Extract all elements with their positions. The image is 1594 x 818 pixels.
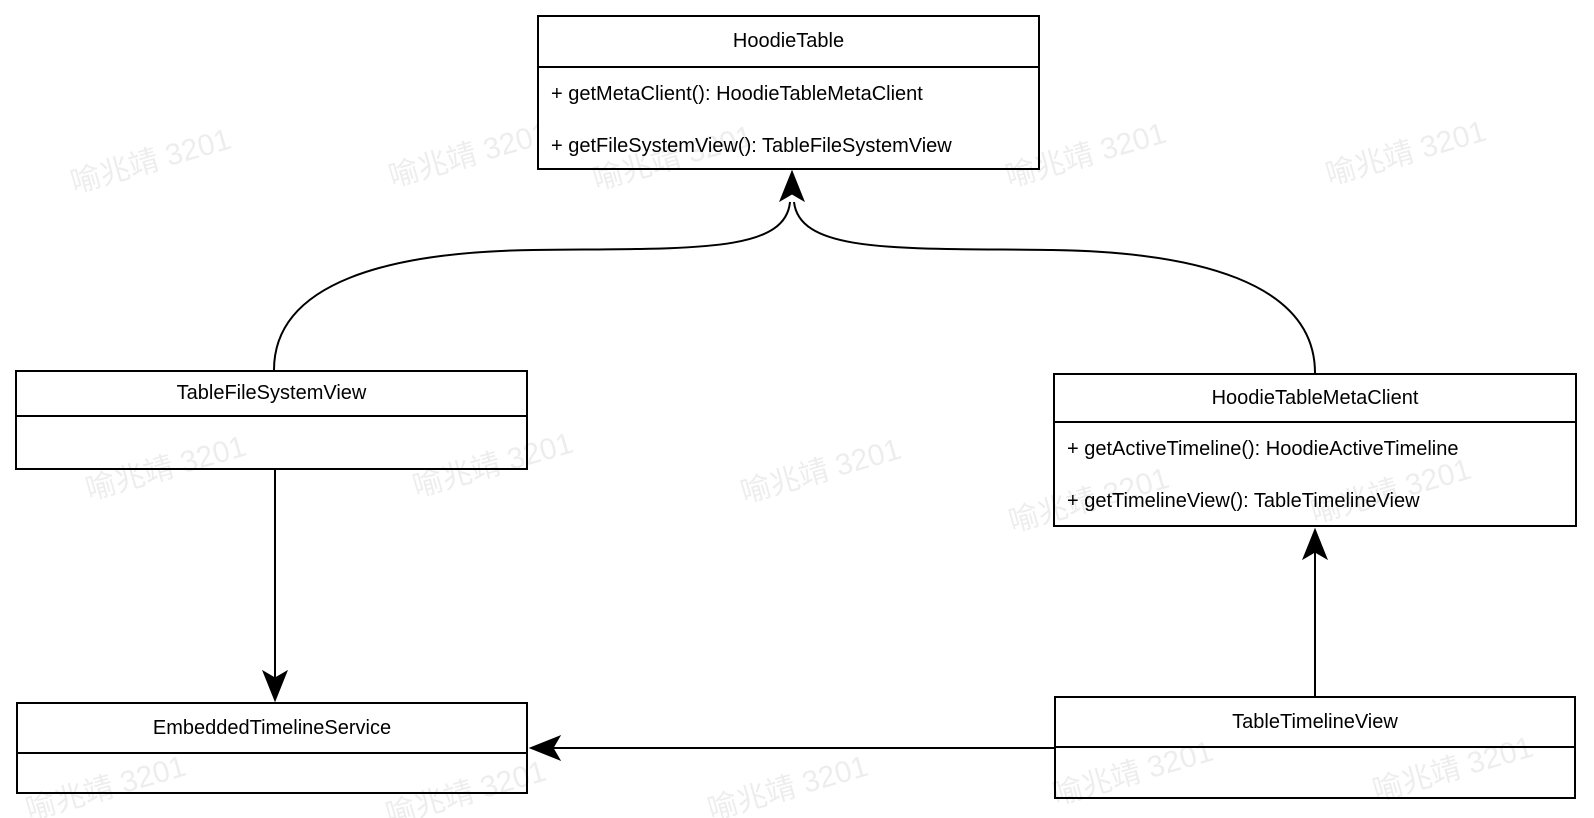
class-box-embeddedtimelineservice[interactable]: EmbeddedTimelineService xyxy=(16,702,528,794)
method-gettimelineview: + getTimelineView(): TableTimelineView xyxy=(1067,489,1420,512)
method-getactivetimeline: + getActiveTimeline(): HoodieActiveTimel… xyxy=(1067,437,1459,460)
class-title-tablefilesystemview: TableFileSystemView xyxy=(17,372,526,417)
arrowhead-left-embeddedtimelineservice xyxy=(528,734,562,762)
class-box-tablefilesystemview[interactable]: TableFileSystemView xyxy=(15,370,528,470)
method-getmetaclient: + getMetaClient(): HoodieTableMetaClient xyxy=(551,82,923,105)
method-getfilesystemview: + getFileSystemView(): TableFileSystemVi… xyxy=(551,134,952,157)
class-title-hoodietablemetaclient: HoodieTableMetaClient xyxy=(1055,375,1575,423)
class-body-hoodietablemetaclient: + getActiveTimeline(): HoodieActiveTimel… xyxy=(1055,423,1575,527)
class-title-embeddedtimelineservice: EmbeddedTimelineService xyxy=(18,704,526,754)
edge-hoodietablemetaclient-to-hoodietable xyxy=(793,201,1316,374)
arrowhead-down-embeddedtimelineservice xyxy=(261,669,289,703)
class-body-hoodietable: + getMetaClient(): HoodieTableMetaClient… xyxy=(539,68,1038,172)
arrowhead-up-hoodietablemetaclient xyxy=(1301,527,1329,561)
arrowhead-up-hoodietable xyxy=(778,169,806,203)
class-box-tabletimelineview[interactable]: TableTimelineView xyxy=(1054,696,1576,799)
class-box-hoodietablemetaclient[interactable]: HoodieTableMetaClient + getActiveTimelin… xyxy=(1053,373,1577,527)
class-box-hoodietable[interactable]: HoodieTable + getMetaClient(): HoodieTab… xyxy=(537,15,1040,170)
class-title-tabletimelineview: TableTimelineView xyxy=(1056,698,1574,748)
class-title-hoodietable: HoodieTable xyxy=(539,17,1038,68)
edge-tablefilesystemview-to-hoodietable xyxy=(273,201,791,371)
